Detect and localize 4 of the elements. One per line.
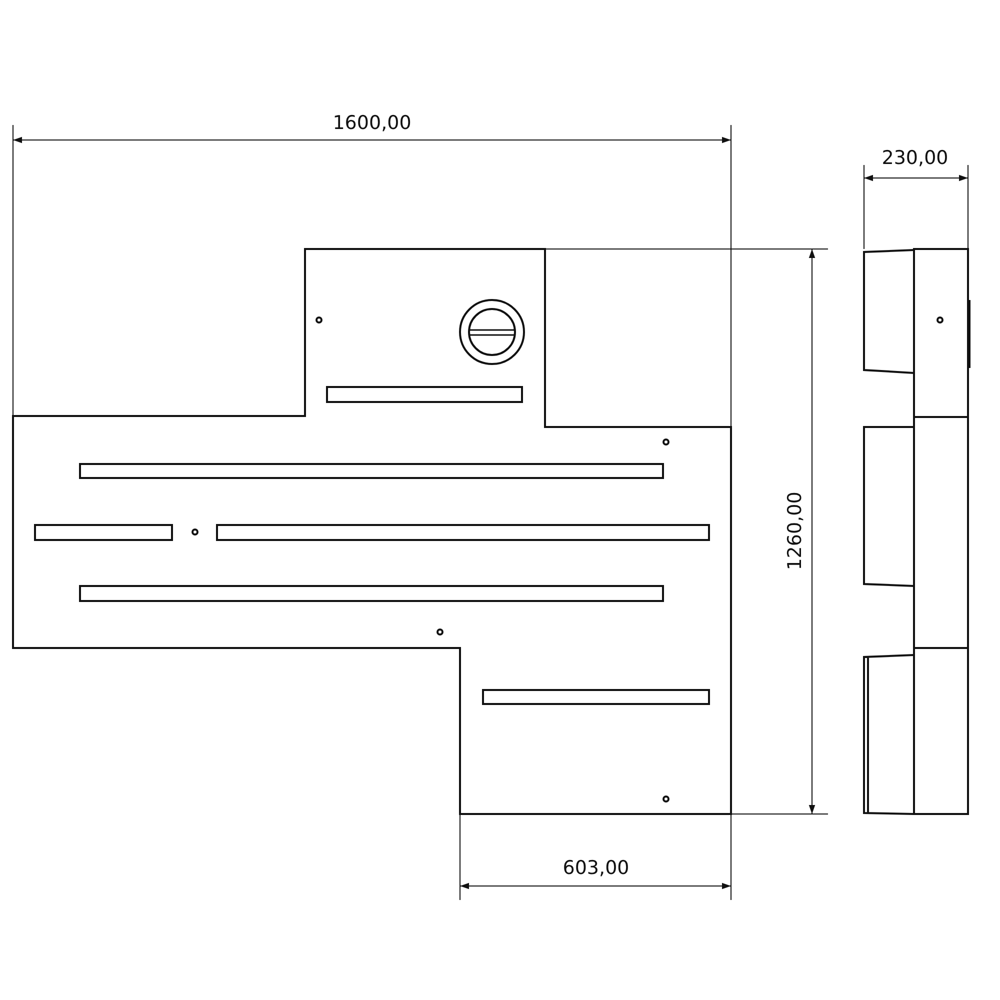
- dimension-value: 603,00: [562, 857, 630, 879]
- dimension-value: 1600,00: [332, 112, 412, 134]
- dimension-value: 230,00: [882, 147, 948, 169]
- dimension-value: 1260,00: [784, 492, 806, 570]
